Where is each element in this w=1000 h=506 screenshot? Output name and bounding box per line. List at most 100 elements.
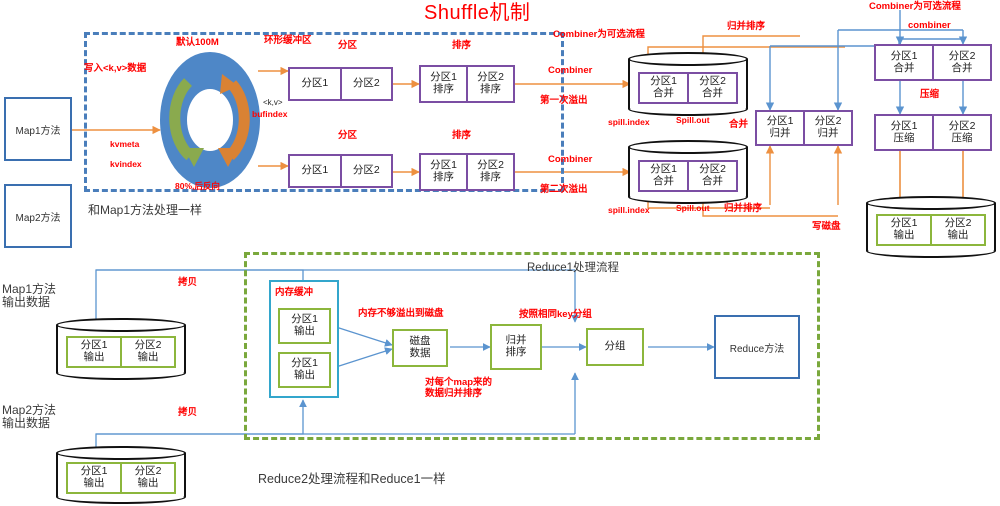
partition-label-2: 分区 <box>338 130 358 141</box>
buffer-size-label: 默认100M <box>176 37 219 48</box>
first-spill-label: 第一次溢出 <box>540 95 588 106</box>
page-title: Shuffle机制 <box>424 2 531 24</box>
map2-method-label: Map2方法 <box>15 212 61 224</box>
merge-sort-box[interactable]: 归并排序 <box>490 324 542 370</box>
combiner-label: combiner <box>908 20 951 31</box>
partition-cell[interactable]: 分区2 <box>339 69 392 99</box>
group-label: 分组 <box>604 340 626 353</box>
partition-boxes-2[interactable]: 分区1 分区2 <box>288 154 393 188</box>
write-kv-label: 写入<k,v>数据 <box>84 63 147 74</box>
group-by-key-label: 按照相同key分组 <box>519 309 592 320</box>
combiner-optional-label-2: Combiner为可选流程 <box>869 1 961 12</box>
reduce-method-box[interactable]: Reduce方法 <box>714 315 800 379</box>
second-spill-label: 第二次溢出 <box>540 184 588 195</box>
merge-sort-label: 归并排序 <box>505 334 527 358</box>
copy-label-1: 拷贝 <box>178 277 198 288</box>
write-disk-label: 写磁盘 <box>812 221 841 232</box>
kvmeta-label: kvmeta <box>110 139 140 149</box>
reverse-label: 80%,后反向 <box>175 181 220 191</box>
memory-buffer-label: 内存缓冲 <box>275 287 314 298</box>
merge-sort-note: 对每个map来的数据归并排序 <box>425 377 493 399</box>
compress-label: 压缩 <box>920 89 940 100</box>
partition-boxes-1[interactable]: 分区1 分区2 <box>288 67 393 101</box>
ring-buffer-title: 环形缓冲区 <box>264 35 312 46</box>
reduce1-title: Reduce1处理流程 <box>527 262 620 274</box>
combiner-label-1: Combiner <box>548 65 593 76</box>
partition-label-1: 分区 <box>338 40 358 51</box>
merge-label: 合并 <box>729 119 749 130</box>
disk-data-box[interactable]: 磁盘数据 <box>392 329 448 367</box>
copy-label-2: 拷贝 <box>178 407 198 418</box>
kv-label: <k,v> <box>263 98 283 107</box>
group-box[interactable]: 分组 <box>586 328 644 366</box>
kvindex-label: kvindex <box>110 159 142 169</box>
map2-output-label: Map2方法输出数据 <box>2 403 57 431</box>
ring-buffer <box>160 52 260 188</box>
map2-note: 和Map1方法处理一样 <box>88 203 203 217</box>
map2-method-box[interactable]: Map2方法 <box>4 184 72 248</box>
sort-label-1: 排序 <box>452 40 472 51</box>
map1-output-label: Map1方法输出数据 <box>2 282 57 310</box>
merge-sort-label-bottom: 归并排序 <box>724 203 763 214</box>
combiner-label-2: Combiner <box>548 154 593 165</box>
spill-to-disk-label: 内存不够溢出到磁盘 <box>358 308 444 319</box>
map1-method-box[interactable]: Map1方法 <box>4 97 72 161</box>
map-phase-region <box>84 32 564 192</box>
spill-index-label-2: spill.index <box>608 205 650 215</box>
combiner-optional-label-1: Combiner为可选流程 <box>553 29 645 40</box>
partition-cell[interactable]: 分区1 <box>301 77 329 90</box>
partition-cell[interactable]: 分区2 <box>339 156 392 186</box>
spill-out-label-2: Spill.out <box>676 203 710 213</box>
reduce2-note: Reduce2处理流程和Reduce1一样 <box>258 472 446 486</box>
partition-cell[interactable]: 分区1 <box>301 164 329 177</box>
spill-index-label-1: spill.index <box>608 117 650 127</box>
reduce-method-label: Reduce方法 <box>729 343 785 355</box>
map1-method-label: Map1方法 <box>15 125 61 137</box>
bufindex-label: bufindex <box>252 109 288 119</box>
sort-label-2: 排序 <box>452 130 472 141</box>
merge-sort-label-top: 归并排序 <box>727 21 766 32</box>
spill-out-label-1: Spill.out <box>676 115 710 125</box>
reduce1-region <box>244 252 820 440</box>
